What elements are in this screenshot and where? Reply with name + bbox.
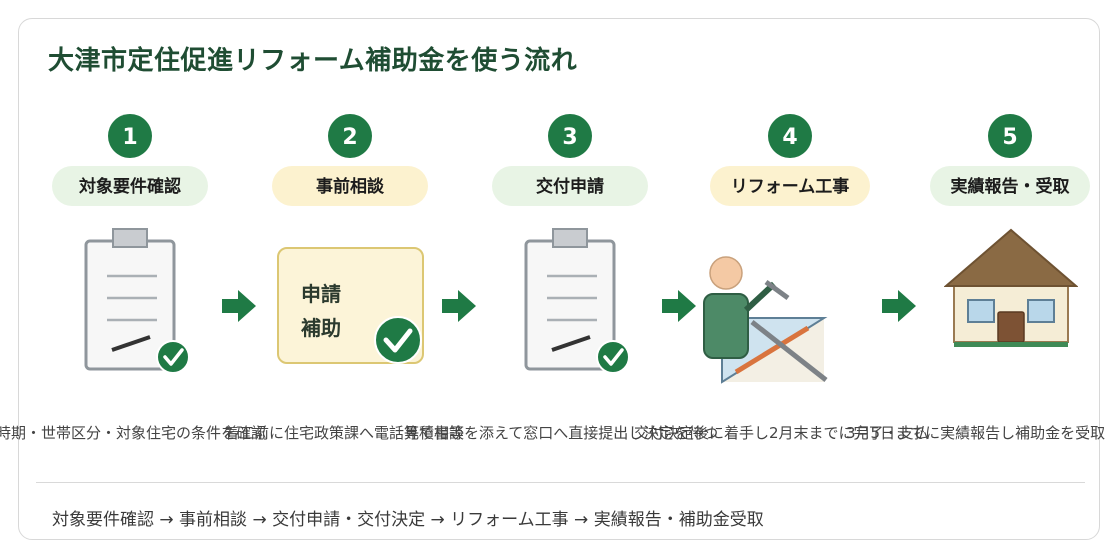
clipboard-check-icon <box>84 228 190 374</box>
arrow-right-icon <box>442 290 476 322</box>
step-number-badge: 1 <box>108 114 152 158</box>
step-description: 時期・世帯区分・対象住宅の条件を確認 <box>0 424 267 442</box>
step-description: 3月5日までに実績報告し補助金を受取 <box>846 424 1106 442</box>
step-label-pill: リフォーム工事 <box>710 166 870 206</box>
step-description: 交付決定後に着手し2月末までに完了・支払 <box>634 424 929 442</box>
construction-worker-icon <box>703 256 828 384</box>
step-label-pill: 交付申請 <box>492 166 648 206</box>
step-description: 見積書等を添えて窓口へ直接提出し決定を待つ <box>404 424 719 442</box>
check-circle-icon <box>374 316 422 364</box>
arrow-right-icon <box>882 290 916 322</box>
step-number-badge: 3 <box>548 114 592 158</box>
house-icon <box>944 228 1078 347</box>
clipboard-check-icon <box>524 228 630 374</box>
step-description: 着工前に住宅政策課へ電話等で相談 <box>224 424 465 442</box>
step-label-pill: 対象要件確認 <box>52 166 208 206</box>
document-text: 申請 補助 <box>301 282 341 340</box>
step-label-pill: 実績報告・受取 <box>930 166 1090 206</box>
flow-summary: 対象要件確認 → 事前相談 → 交付申請・交付決定 → リフォーム工事 → 実績… <box>52 510 764 530</box>
arrow-right-icon <box>222 290 256 322</box>
step-number-badge: 4 <box>768 114 812 158</box>
divider <box>36 482 1085 483</box>
arrow-right-icon <box>662 290 696 322</box>
step-number-badge: 5 <box>988 114 1032 158</box>
page-title: 大津市定住促進リフォーム補助金を使う流れ <box>48 46 578 76</box>
step-label-pill: 事前相談 <box>272 166 428 206</box>
step-number-badge: 2 <box>328 114 372 158</box>
